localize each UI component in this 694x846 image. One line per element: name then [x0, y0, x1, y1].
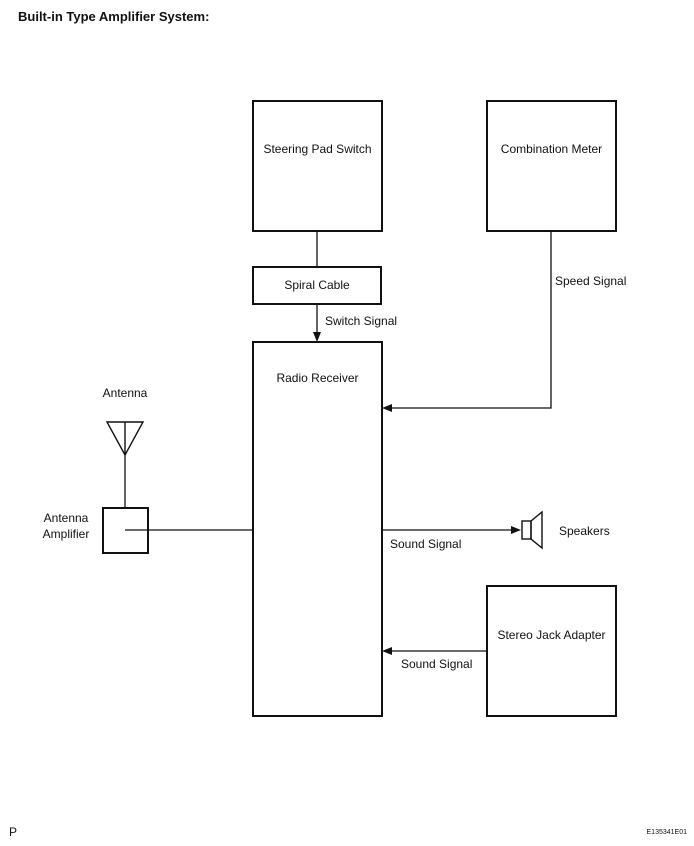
- steering-pad-switch-box: Steering Pad Switch: [252, 100, 383, 232]
- combination-meter-box: Combination Meter: [486, 100, 617, 232]
- steering-pad-switch-label: Steering Pad Switch: [263, 142, 371, 156]
- speed-signal-wire: [390, 231, 552, 409]
- radio-receiver-label: Radio Receiver: [276, 371, 358, 385]
- speaker-icon: [521, 510, 543, 550]
- sound-signal-out-arrowhead: [511, 526, 521, 534]
- combination-meter-label: Combination Meter: [501, 142, 602, 156]
- sound-signal-out-label: Sound Signal: [390, 537, 461, 551]
- page-marker: P: [9, 825, 17, 839]
- spiral-cable-box: Spiral Cable: [252, 266, 382, 305]
- sound-signal-in-label: Sound Signal: [401, 657, 472, 671]
- antenna-amplifier-label-line2: Amplifier: [43, 527, 90, 541]
- stereo-jack-adapter-box: Stereo Jack Adapter: [486, 585, 617, 717]
- switch-signal-label: Switch Signal: [325, 314, 397, 328]
- speakers-label: Speakers: [559, 524, 610, 538]
- antenna-amplifier-label-line1: Antenna: [44, 511, 89, 525]
- radio-receiver-box: Radio Receiver: [252, 341, 383, 717]
- switch-signal-arrowhead: [313, 332, 321, 342]
- spiral-cable-label: Spiral Cable: [284, 278, 350, 292]
- antenna-label: Antenna: [103, 386, 148, 400]
- sound-signal-in-arrowhead: [382, 647, 392, 655]
- speed-signal-arrowhead: [382, 404, 392, 412]
- diagram-title: Built-in Type Amplifier System:: [18, 9, 209, 24]
- speed-signal-label: Speed Signal: [555, 274, 626, 288]
- antenna-icon: [105, 421, 145, 457]
- stereo-jack-adapter-label: Stereo Jack Adapter: [497, 628, 605, 642]
- figure-code: E135341E01: [647, 829, 688, 836]
